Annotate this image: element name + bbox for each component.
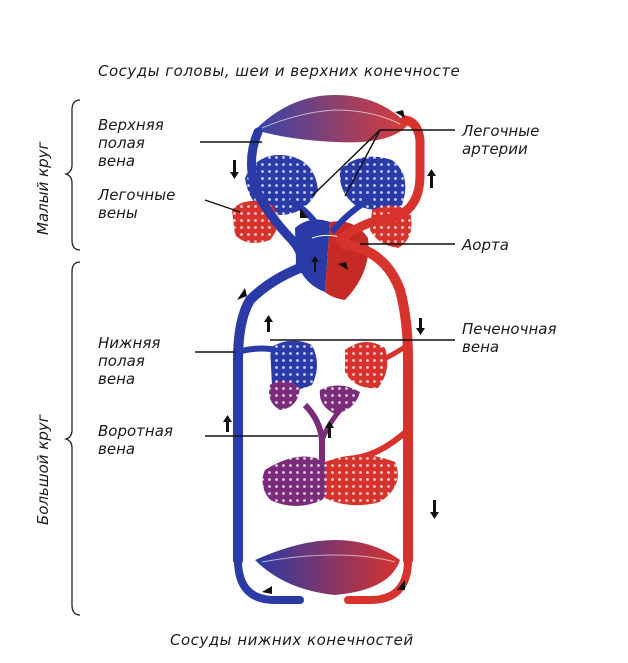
upper-capillary-bed	[255, 95, 408, 142]
label-line: артерии	[462, 140, 528, 158]
small-circuit-brace	[66, 100, 80, 250]
arrow-down-aorta	[430, 500, 439, 519]
label-line: Аорта	[461, 236, 509, 254]
arrow-up-small	[264, 315, 273, 332]
label-line: Воротная	[98, 422, 173, 440]
liver-capillaries	[269, 341, 387, 414]
arrow-up	[427, 169, 436, 188]
label-line: Легочные	[461, 122, 539, 140]
arrow-down-right	[416, 318, 425, 335]
label-line: Печеночная	[462, 320, 556, 338]
label-line: Верхняя	[98, 116, 164, 134]
large-circuit-brace	[66, 262, 80, 615]
small-circuit-label: Малый круг	[34, 141, 52, 235]
label-portal-vein: Воротная вена	[98, 422, 318, 458]
label-line: вена	[98, 370, 135, 388]
label-line: вена	[462, 338, 499, 356]
label-pulmonary-veins: Легочные вены	[97, 186, 240, 222]
arrow-up-left	[223, 415, 232, 432]
label-line: полая	[98, 134, 145, 152]
bottom-caption: Сосуды нижних конечностей	[170, 631, 414, 649]
label-line: вена	[98, 152, 135, 170]
label-line: вена	[98, 440, 135, 458]
large-circuit-label: Большой круг	[34, 414, 52, 525]
top-caption: Сосуды головы, шеи и верхних конечносте	[98, 62, 460, 80]
label-line: полая	[98, 352, 145, 370]
label-line: вены	[98, 204, 138, 222]
arrow-bottom-left	[262, 586, 272, 594]
label-inferior-vena-cava: Нижняя полая вена	[98, 334, 236, 388]
label-line: Легочные	[97, 186, 175, 204]
label-line: Нижняя	[98, 334, 160, 352]
arrow-down	[230, 160, 239, 179]
pointer-line	[205, 200, 240, 212]
label-superior-vena-cava: Верхняя полая вена	[98, 116, 262, 170]
lower-capillary-bed	[255, 540, 400, 595]
intestine-capillaries	[262, 455, 397, 506]
